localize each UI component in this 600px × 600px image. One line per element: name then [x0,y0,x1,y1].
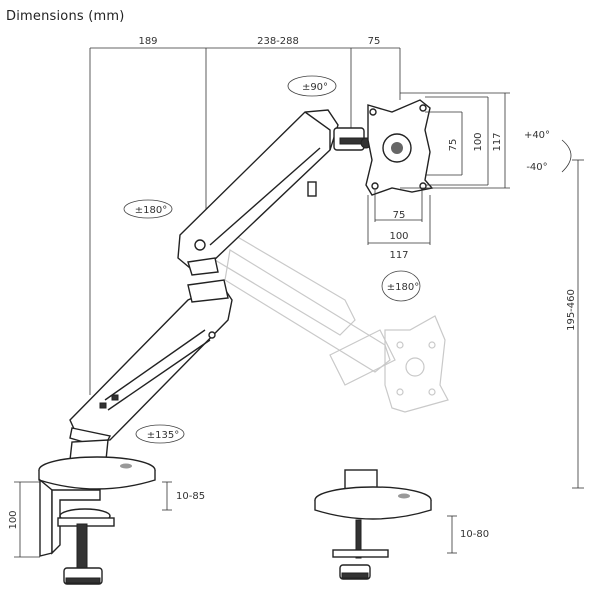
vesa-h-outer-label: 100 [389,231,408,242]
rotation-badge-upper-swivel [123,199,173,219]
grommet-range-dimension [447,515,457,554]
clamp-range-dimension [162,481,172,511]
vesa-horizontal-dimensions [367,190,431,245]
lower-arm [69,279,233,449]
height-range-label: 195-460 [566,289,577,331]
dimension-label-238-288: 238-288 [257,36,299,47]
upper-arm [177,109,339,276]
tilt-down-label: -40° [526,162,547,173]
grommet-mount [314,469,432,580]
upper-swivel-label: ±180° [135,205,167,216]
vesa-vertical-dimensions [400,92,510,189]
vesa-v-total-label: 117 [492,132,503,151]
desk-clamp [39,478,115,585]
clamp-height-label: 100 [8,510,19,529]
rotation-badge-base-swivel [135,424,185,444]
vesa-h-total-label: 117 [389,250,408,261]
tilt-arrow [561,139,572,173]
base-swivel-label: ±135° [147,430,179,441]
diagram-title: Dimensions (mm) [6,9,125,24]
grommet-range-label: 10-80 [460,529,489,540]
vesa-v-inner-label: 75 [448,139,459,152]
vesa-h-inner-label: 75 [393,210,406,221]
vesa-v-outer-label: 100 [473,132,484,151]
screen-rotate-label: ±90° [302,82,328,93]
rotation-badge-screen-swivel [381,270,421,302]
tilt-joint [333,127,372,151]
clamp-base [38,439,156,490]
tilt-up-label: +40° [524,130,550,141]
height-range-dimension [572,159,584,489]
rotation-badge-screen-rotate [287,75,337,97]
screen-swivel-label: ±180° [387,282,419,293]
dimension-label-75-top: 75 [368,36,381,47]
clamp-range-label: 10-85 [176,491,205,502]
clamp-height-dimension [14,481,40,558]
vesa-plate [365,99,434,196]
dimension-label-189: 189 [138,36,157,47]
ghost-arm-outline [194,214,449,413]
